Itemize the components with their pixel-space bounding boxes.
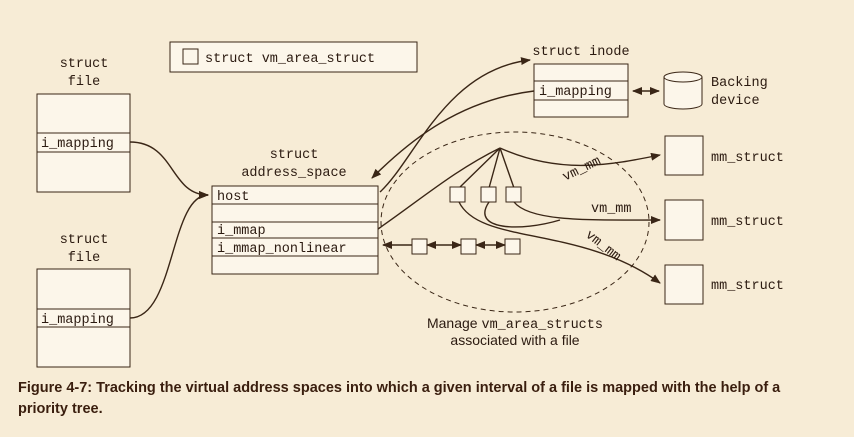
- struct-file-bottom-label-2: file: [68, 251, 100, 266]
- struct-file-top: struct file i_mapping: [36, 57, 131, 193]
- figure-caption: Figure 4-7: Tracking the virtual address…: [18, 380, 781, 417]
- mm-struct-2: mm_struct: [664, 199, 784, 241]
- manage-note-line1: Manage vm_area_structs: [427, 315, 603, 333]
- struct-file-top-label-1: struct: [60, 57, 109, 72]
- i-mmap-wire: [377, 147, 501, 230]
- manage-note-prefix: Manage: [427, 315, 481, 331]
- nonlinear-list: [382, 238, 521, 255]
- struct-file-bottom-label-1: struct: [60, 233, 109, 248]
- struct-inode-label: struct inode: [532, 45, 629, 60]
- address-space-label-2: address_space: [241, 166, 346, 181]
- struct-file-bottom-field: i_mapping: [41, 313, 114, 328]
- mm-struct-1: mm_struct: [664, 135, 784, 176]
- address-space-field-i-mmap-nonlinear: i_mmap_nonlinear: [217, 242, 347, 257]
- file-top-mapping-arrow: [129, 141, 209, 199]
- edge-label-vm-mm-2: vm_mm: [591, 202, 632, 217]
- edge-label-vm-mm-1: vm_mm: [561, 154, 604, 185]
- address-space-field-host: host: [217, 190, 249, 205]
- vm-mm-arrow-4: [484, 201, 561, 228]
- diagram: struct vm_area_struct struct file i_mapp…: [36, 41, 784, 368]
- address-space: struct address_space host i_mmap i_mmap_…: [211, 148, 379, 275]
- address-space-label-1: struct: [270, 148, 319, 163]
- struct-inode: struct inode i_mapping: [532, 45, 630, 118]
- inode-to-address-space-arrow: [371, 90, 535, 179]
- host-to-inode-arrow: [379, 57, 531, 193]
- vm-mm-arrow-3: [458, 201, 661, 284]
- priority-tree-region: [380, 131, 650, 313]
- backing-device: Backing device: [663, 71, 768, 110]
- edge-label-vm-mm-3: vm_mm: [582, 228, 623, 265]
- manage-note-line2: associated with a file: [450, 332, 579, 348]
- struct-file-top-field: i_mapping: [41, 137, 114, 152]
- address-space-field-i-mmap: i_mmap: [217, 224, 266, 239]
- mm-struct-1-label: mm_struct: [711, 151, 784, 166]
- legend: struct vm_area_struct: [169, 41, 418, 73]
- backing-device-label-1: Backing: [711, 76, 768, 91]
- vm-mm-arrow-1: [499, 147, 661, 167]
- legend-label: struct vm_area_struct: [205, 52, 375, 67]
- backing-device-label-2: device: [711, 94, 760, 109]
- priority-tree: [449, 147, 522, 203]
- manage-note-code: vm_area_structs: [481, 318, 603, 333]
- struct-file-top-label-2: file: [68, 75, 100, 90]
- vm-mm-arrow-2: [513, 201, 661, 225]
- mm-struct-3: mm_struct: [664, 264, 784, 305]
- mm-struct-2-label: mm_struct: [711, 215, 784, 230]
- struct-file-bottom: struct file i_mapping: [36, 233, 131, 368]
- struct-inode-field: i_mapping: [539, 85, 612, 100]
- file-bottom-mapping-arrow: [129, 191, 209, 319]
- mm-struct-3-label: mm_struct: [711, 279, 784, 294]
